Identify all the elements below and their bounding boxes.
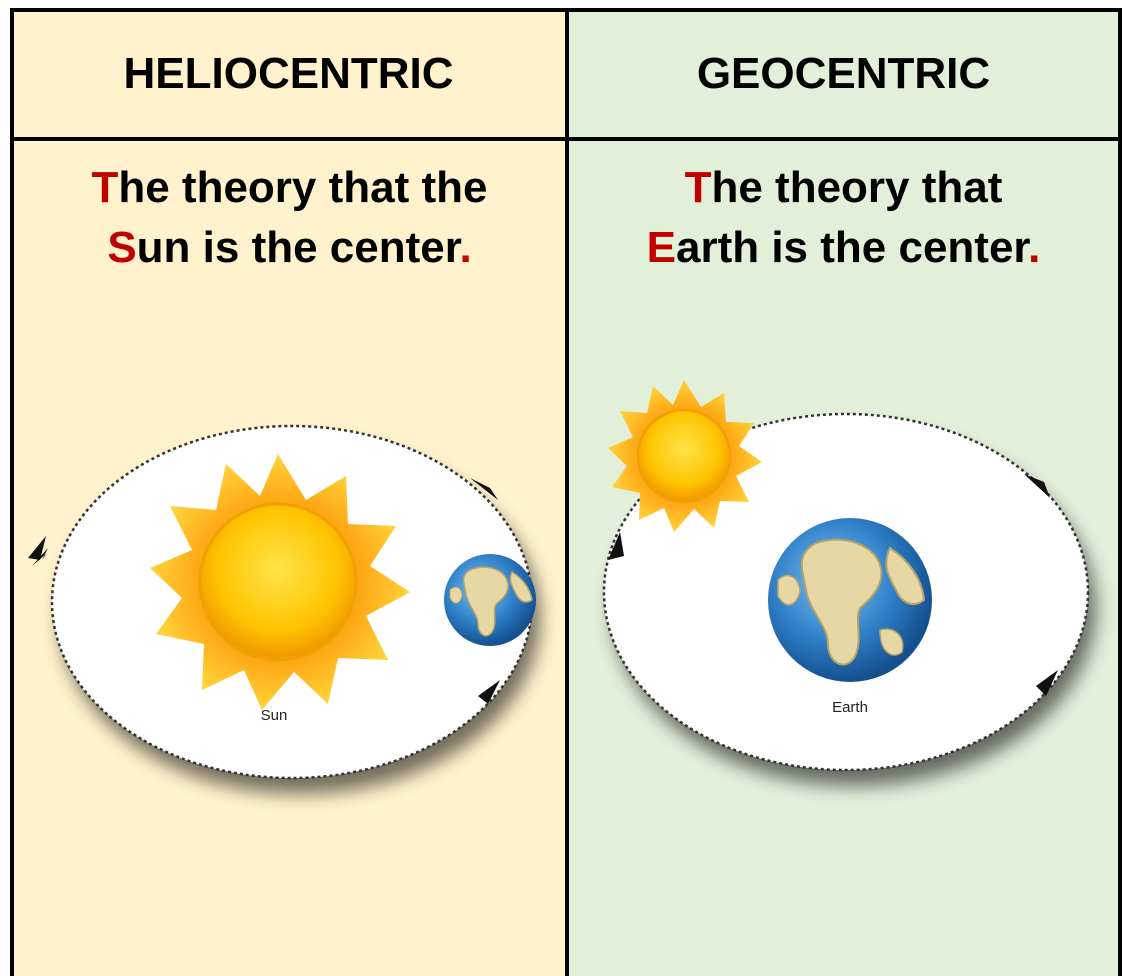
heliocentric-diagram: Sun [28,424,536,780]
initial-letter: T [684,163,712,212]
geocentric-heading: GEOCENTRIC [696,49,991,98]
geocentric-diagram: Earth [602,380,1090,772]
heliocentric-description: The theory that the Sun is the center. [14,158,565,278]
orbit-arrow-icon [28,478,500,704]
desc-text: he theory that the [118,163,488,212]
sun-icon [608,380,762,532]
initial-letter: T [91,163,119,212]
page-margin [0,0,12,976]
desc-period: . [459,223,472,272]
initial-letter: E [646,223,676,272]
desc-text: he theory that [711,163,1003,212]
earth-icon [444,554,536,646]
desc-period: . [1028,223,1041,272]
desc-text: arth is the center [675,223,1029,272]
geocentric-description: The theory that Earth is the center. [569,158,1118,278]
table-border-middle [565,8,569,976]
table-border-right [1118,8,1122,976]
earth-icon [768,518,932,682]
sun-icon [150,454,410,710]
table-border-left [10,8,14,976]
initial-letter: S [107,223,137,272]
heliocentric-heading: HELIOCENTRIC [123,49,454,98]
figure-label: Sun [261,707,288,724]
desc-text: un is the center [136,223,460,272]
figure-label: Earth [832,699,868,716]
orbit-arrow-icon [608,474,1058,696]
